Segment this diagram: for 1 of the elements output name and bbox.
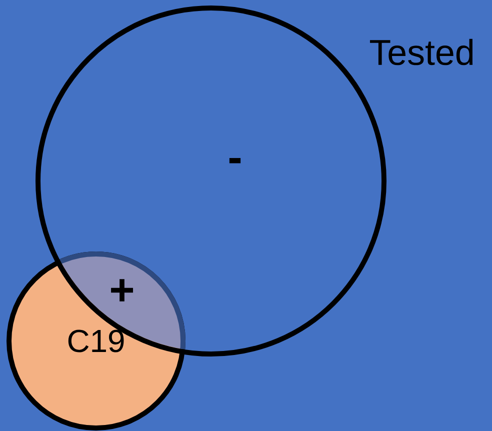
region-sign: + xyxy=(111,279,134,302)
